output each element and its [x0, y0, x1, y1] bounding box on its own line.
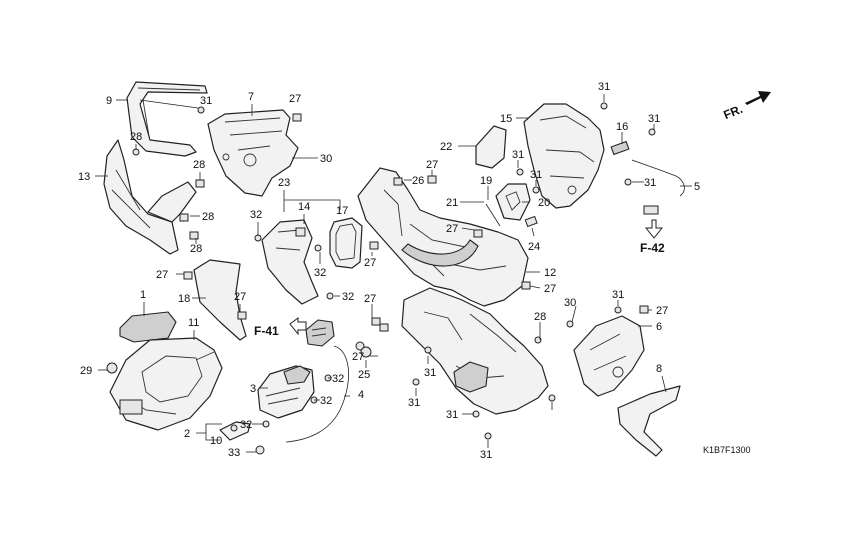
callout-27: 27	[544, 283, 556, 295]
callout-11: 11	[188, 317, 199, 329]
callout-19: 19	[480, 175, 492, 187]
front-direction-label: FR.	[721, 102, 744, 122]
callout-13: 13	[78, 171, 90, 183]
part-15-upper-cover	[523, 103, 605, 209]
callout-31: 31	[612, 289, 624, 301]
part-17-frame-ring	[329, 217, 363, 269]
callout-labels: 9 31 7 27 28 30 13 28 28 28 23 14 17 32 …	[78, 81, 700, 461]
callout-1: 1	[140, 289, 146, 301]
callout-29: 29	[80, 365, 92, 377]
part-9-frame	[126, 81, 208, 157]
callout-24: 24	[528, 241, 540, 253]
callout-31: 31	[200, 95, 212, 107]
callout-23: 23	[278, 177, 290, 189]
callout-27: 27	[446, 223, 458, 235]
part-18-panel	[193, 259, 247, 341]
callout-28: 28	[130, 131, 142, 143]
part-24-clip	[524, 215, 538, 228]
callout-28: 28	[534, 311, 546, 323]
callout-32: 32	[342, 291, 354, 303]
leader-lines	[95, 94, 692, 453]
callout-31: 31	[424, 367, 436, 379]
callout-28: 28	[190, 243, 202, 255]
f42-arrow-icon	[644, 219, 664, 239]
callout-28: 28	[193, 159, 205, 171]
callout-33: 33	[228, 447, 240, 459]
callout-31: 31	[512, 149, 524, 161]
callout-6: 6	[656, 321, 662, 333]
callout-31: 31	[408, 397, 420, 409]
callout-10: 10	[210, 435, 222, 447]
callout-7: 7	[248, 91, 254, 103]
callout-17: 17	[336, 205, 348, 217]
part-21-rod	[485, 203, 501, 227]
callout-20: 20	[538, 197, 550, 209]
f42-reference: F-42	[640, 219, 665, 255]
part-2-bracket	[219, 421, 251, 441]
part-4-cable	[285, 341, 365, 443]
callout-31: 31	[480, 449, 492, 461]
callout-9: 9	[106, 95, 112, 107]
callout-22: 22	[440, 141, 452, 153]
callout-2: 2	[184, 428, 190, 440]
callout-27: 27	[156, 269, 168, 281]
callout-27: 27	[656, 305, 668, 317]
callout-27: 27	[364, 293, 376, 305]
callout-30: 30	[320, 153, 332, 165]
callout-32: 32	[240, 419, 252, 431]
callout-31: 31	[446, 409, 458, 421]
callout-26: 26	[412, 175, 424, 187]
callout-31: 31	[598, 81, 610, 93]
part-11-inner-cover	[109, 337, 223, 431]
callout-31: 31	[644, 177, 656, 189]
part-1-pad	[119, 311, 177, 343]
callout-25: 25	[358, 369, 370, 381]
f41-label: F-41	[254, 324, 279, 338]
callout-27: 27	[364, 257, 376, 269]
part-5-harness	[631, 159, 685, 215]
callout-12: 12	[544, 267, 556, 279]
part-13-side-cover	[103, 139, 197, 255]
callout-27: 27	[234, 291, 246, 303]
callout-8: 8	[656, 363, 662, 375]
callout-21: 21	[446, 197, 458, 209]
callout-31: 31	[530, 169, 542, 181]
f41-arrow-icon	[289, 317, 307, 336]
diagram-code: K1B7F1300	[703, 445, 751, 455]
callout-31: 31	[648, 113, 660, 125]
callout-14: 14	[298, 201, 310, 213]
callout-27: 27	[426, 159, 438, 171]
part-6-side-panel	[573, 315, 645, 397]
callout-16: 16	[616, 121, 628, 133]
callout-30: 30	[564, 297, 576, 309]
callout-27: 27	[352, 351, 364, 363]
callout-4: 4	[358, 389, 364, 401]
front-direction-indicator: FR.	[721, 91, 771, 122]
part-3-box	[257, 365, 315, 419]
callout-3: 3	[250, 383, 256, 395]
callout-32: 32	[314, 267, 326, 279]
callout-15: 15	[500, 113, 512, 125]
lower-body-panel	[401, 287, 549, 415]
callout-32: 32	[320, 395, 332, 407]
part-14-panel	[261, 219, 319, 305]
callout-18: 18	[178, 293, 190, 305]
callout-32: 32	[332, 373, 344, 385]
callout-28: 28	[202, 211, 214, 223]
callout-27: 27	[289, 93, 301, 105]
part-22-box	[475, 125, 507, 169]
part-8-trim	[617, 385, 681, 457]
callout-32: 32	[250, 209, 262, 221]
fasteners	[106, 102, 656, 455]
front-direction-arrow-icon	[745, 91, 771, 105]
part-20-bracket	[495, 183, 531, 221]
part-7-bracket	[207, 109, 299, 197]
f41-reference: F-41	[254, 317, 307, 338]
part-16-connector	[610, 140, 630, 156]
part-f41-switch	[305, 319, 335, 347]
f42-label: F-42	[640, 241, 665, 255]
callout-5: 5	[694, 181, 700, 193]
